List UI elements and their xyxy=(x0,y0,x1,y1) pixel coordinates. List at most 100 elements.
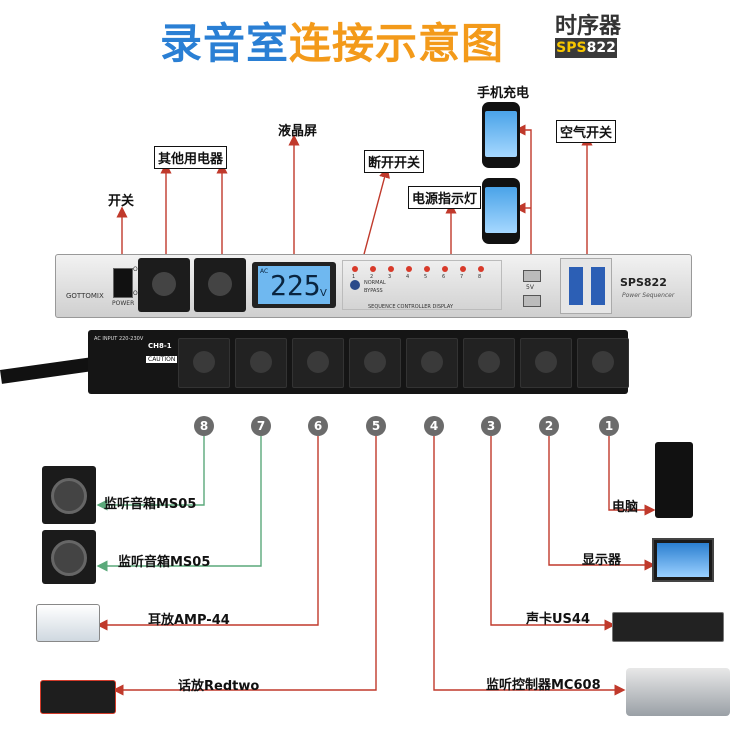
led-indicator xyxy=(370,266,376,272)
title-part2: 连接示意图 xyxy=(289,19,505,68)
strip-outlets xyxy=(178,336,629,390)
callout-air-switch: 空气开关 xyxy=(556,120,617,143)
strip-outlet xyxy=(520,338,572,388)
conn-label-ch7: 监听音箱MS05 xyxy=(118,555,211,570)
monitor-speaker-image-2 xyxy=(42,530,96,584)
channel-number: 6 xyxy=(308,416,328,436)
strip-outlet xyxy=(577,338,629,388)
callout-lcd: 液晶屏 xyxy=(278,124,318,139)
lcd-unit: V xyxy=(320,288,327,299)
channel-number: 3 xyxy=(481,416,501,436)
led-indicator xyxy=(478,266,484,272)
led-label: 7 xyxy=(460,274,464,280)
strip-outlet xyxy=(235,338,287,388)
usb-port-1 xyxy=(523,270,541,282)
title-part1: 录音室 xyxy=(160,19,290,68)
sequence-panel xyxy=(342,260,502,310)
line-ch5 xyxy=(112,436,377,696)
power-label: POWER xyxy=(112,300,135,307)
strip-outlet xyxy=(406,338,458,388)
front-outlet-2 xyxy=(194,258,246,312)
lcd-screen xyxy=(258,266,330,304)
strip-outlet xyxy=(292,338,344,388)
strip-outlet xyxy=(463,338,515,388)
channel-number: 7 xyxy=(251,416,271,436)
arrow-phone-1 xyxy=(514,124,532,265)
line-ch6 xyxy=(96,436,319,631)
line-ch2 xyxy=(548,436,656,571)
led-indicator xyxy=(388,266,394,272)
front-outlet-1 xyxy=(138,258,190,312)
led-indicator xyxy=(460,266,466,272)
led-indicator xyxy=(424,266,430,272)
strip-outlet xyxy=(349,338,401,388)
conn-label-ch8: 监听音箱MS05 xyxy=(104,497,197,512)
mode-bypass: BYPASS xyxy=(364,288,383,294)
headphone-amp-image xyxy=(36,604,100,642)
conn-label-ch3: 声卡US44 xyxy=(526,612,591,627)
led-label: 4 xyxy=(406,274,410,280)
power-switch[interactable] xyxy=(113,268,133,298)
device-model-sub: Power Sequencer xyxy=(622,292,675,299)
model-suffix: 822 xyxy=(586,40,616,56)
led-label: 2 xyxy=(370,274,374,280)
strip-outlet xyxy=(178,338,230,388)
line-ch4 xyxy=(433,436,626,696)
outlet-socket-icon xyxy=(250,351,272,373)
channel-number: 2 xyxy=(539,416,559,436)
air-switch[interactable] xyxy=(560,258,612,314)
callout-power-indicator: 电源指示灯 xyxy=(408,186,482,209)
led-indicator xyxy=(442,266,448,272)
device-model: SPS822 xyxy=(620,276,667,289)
outlet-socket-icon xyxy=(478,351,500,373)
channel-number: 8 xyxy=(194,416,214,436)
callout-other-outlets: 其他用电器 xyxy=(154,146,228,169)
preamp-image xyxy=(40,680,116,714)
conn-label-ch6: 耳放AMP-44 xyxy=(148,613,230,628)
led-indicator xyxy=(352,266,358,272)
line-ch8 xyxy=(96,436,205,511)
outlet-socket-icon xyxy=(421,351,443,373)
channel-number: 1 xyxy=(599,416,619,436)
callout-phone-charge: 手机充电 xyxy=(477,86,530,101)
strip-input-label: AC INPUT 220-230V xyxy=(94,336,144,342)
line-ch3 xyxy=(490,436,616,631)
led-label: 8 xyxy=(478,274,482,280)
sequence-label: SEQUENCE CONTROLLER DISPLAY xyxy=(368,304,453,310)
disconnect-button[interactable] xyxy=(350,280,360,290)
conn-label-ch5: 话放Redtwo xyxy=(178,679,260,694)
outlet-socket-icon xyxy=(364,351,386,373)
switch-on-label: ON xyxy=(133,266,142,273)
outlet-socket-icon xyxy=(592,351,614,373)
usb-port-2 xyxy=(523,295,541,307)
usb-label: 5V xyxy=(526,284,534,291)
page-title: 录音室连接示意图 xyxy=(160,10,504,71)
monitor-controller-image xyxy=(626,668,730,716)
line-ch1 xyxy=(608,436,656,516)
model-badge: SPS822 xyxy=(555,38,617,58)
strip-channel-label: CH8-1 xyxy=(148,342,172,350)
sound-card-image xyxy=(612,612,724,642)
conn-label-ch4: 监听控制器MC608 xyxy=(486,678,601,693)
led-row: 1 2 3 4 5 6 7 8 xyxy=(352,266,498,280)
channel-number: 4 xyxy=(424,416,444,436)
led-label: 6 xyxy=(442,274,446,280)
outlet-socket-icon xyxy=(535,351,557,373)
outlet-socket-icon xyxy=(307,351,329,373)
led-indicator xyxy=(406,266,412,272)
caution-label: CAUTION xyxy=(146,356,178,363)
display-image xyxy=(652,538,714,582)
monitor-speaker-image-1 xyxy=(42,466,96,524)
brand-logo: GOTTOMIX xyxy=(66,292,104,300)
callout-disconnect: 断开开关 xyxy=(364,150,425,173)
led-label: 5 xyxy=(424,274,428,280)
phone-image-2 xyxy=(482,178,520,244)
led-label: 3 xyxy=(388,274,392,280)
outlet-socket-icon xyxy=(193,351,215,373)
line-ch7 xyxy=(96,436,262,572)
lcd-value: 225 xyxy=(270,269,321,302)
led-label: 1 xyxy=(352,274,356,280)
phone-image-1 xyxy=(482,102,520,168)
lcd-tag: AC xyxy=(260,268,269,275)
